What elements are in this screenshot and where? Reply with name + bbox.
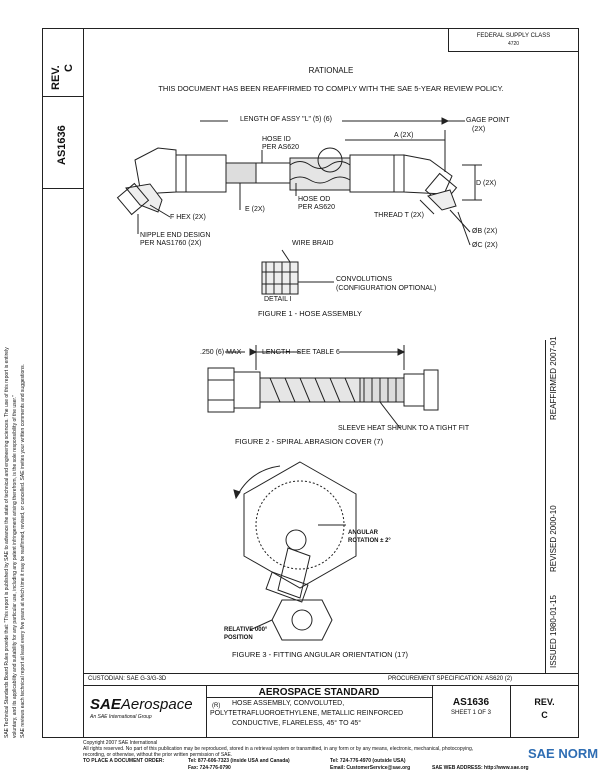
figure-2-caption: FIGURE 2 - SPIRAL ABRASION COVER (7) — [235, 437, 384, 446]
dimension-c: ØC (2X) — [472, 242, 498, 249]
footer-line — [83, 685, 579, 686]
tel-inside: Tel: 877-606-7323 (inside USA and Canada… — [188, 758, 290, 764]
detail-label: DETAIL I — [264, 296, 292, 303]
rights-line-1: All rights reserved. No part of this pub… — [83, 746, 474, 752]
title-line-1: HOSE ASSEMBLY, CONVOLUTED, — [232, 700, 345, 707]
federal-supply-value: 4720 — [507, 41, 520, 47]
f-hex-label: F HEX (2X) — [170, 214, 206, 221]
right-margin-divider — [545, 340, 546, 673]
footer-doc-number: AS1636 — [452, 697, 490, 708]
rights-line-2: recording, or otherwise, without the pri… — [83, 752, 233, 758]
copyright: Copyright 2007 SAE International — [83, 740, 158, 746]
federal-supply-class: FEDERAL SUPPLY CLASS — [476, 33, 551, 39]
rationale-heading: RATIONALE — [308, 66, 354, 75]
max-label: .250 (6) MAX — [200, 349, 242, 356]
sae-logo: SAEAerospace — [90, 696, 193, 713]
position-label: POSITION — [224, 635, 253, 641]
figure-3-caption: FIGURE 3 - FITTING ANGULAR ORIENTATION (… — [232, 650, 408, 659]
gage-point-qty: (2X) — [472, 126, 486, 133]
reaffirmed-note: THIS DOCUMENT HAS BEEN REAFFIRMED TO COM… — [158, 84, 504, 93]
divider — [42, 96, 83, 97]
dimension-d: D (2X) — [476, 180, 497, 187]
nipple-label: NIPPLE END DESIGN — [140, 232, 211, 239]
dimension-a: A (2X) — [394, 132, 414, 139]
thread-label: THREAD T (2X) — [374, 212, 424, 219]
fax: Fax: 724-776-0790 — [188, 765, 231, 771]
convolutions-note: (CONFIGURATION OPTIONAL) — [336, 285, 437, 292]
tel-outside: Tel: 724-776-4970 (outside USA) — [330, 758, 406, 764]
sleeve-note: SLEEVE HEAT SHRUNK TO A TIGHT FIT — [338, 425, 470, 432]
title-line-3: CONDUCTIVE, FLARELESS, 45° TO 45° — [232, 720, 362, 727]
length-label: LENGTH OF ASSY "L" (5) (6) — [240, 116, 332, 123]
gage-point-label: GAGE POINT — [466, 117, 510, 124]
hose-id-label: HOSE ID — [262, 136, 291, 143]
logo-tagline: An SAE International Group — [90, 714, 152, 720]
convolutions-label: CONVOLUTIONS — [336, 276, 393, 283]
dimension-b: ØB (2X) — [472, 228, 498, 235]
logo-aerospace: Aerospace — [120, 696, 193, 713]
footer-divider — [432, 685, 433, 738]
footer-rev-value: C — [541, 710, 548, 720]
title-line-2: POLYTETRAFLUOROETHYLENE, METALLIC REINFO… — [210, 710, 404, 717]
angular-label: ANGULAR — [348, 530, 378, 536]
order-label: TO PLACE A DOCUMENT ORDER: — [83, 758, 165, 764]
email: Email: CustomerService@sae.org — [330, 765, 411, 771]
federal-supply-box — [448, 28, 579, 52]
footer-line — [206, 697, 432, 698]
watermark-logo: SAE NORM — [528, 746, 599, 761]
aerospace-standard: AEROSPACE STANDARD — [258, 687, 380, 698]
nipple-per: PER NAS1760 (2X) — [140, 240, 202, 247]
registered-mark: (R) — [212, 703, 221, 709]
left-title-strip — [42, 28, 83, 738]
footer-top-line — [83, 673, 579, 674]
footer-divider — [206, 685, 207, 738]
length-table-label: LENGTH - SEE TABLE 6 — [262, 349, 340, 356]
custodian: CUSTODIAN: SAE G-3/G-3D — [88, 676, 167, 682]
drawing-frame — [83, 28, 579, 738]
dimension-e: E (2X) — [245, 206, 265, 213]
hose-od-per: PER AS620 — [298, 204, 335, 211]
rotation-label: ROTATION ± 2° — [348, 538, 391, 544]
relative-label: RELATIVE 000° — [224, 627, 268, 633]
wire-braid-label: WIRE BRAID — [292, 240, 334, 247]
divider — [42, 188, 83, 189]
figure-1-caption: FIGURE 1 - HOSE ASSEMBLY — [258, 309, 363, 318]
footer-rev-label: REV. — [534, 697, 555, 707]
sheet-number: SHEET 1 OF 3 — [451, 710, 491, 716]
footer-divider — [510, 685, 511, 738]
procurement-spec: PROCUREMENT SPECIFICATION: AS620 (2) — [388, 676, 513, 682]
web-address[interactable]: SAE WEB ADDRESS: http://www.sae.org — [432, 765, 529, 771]
hose-od-label: HOSE OD — [298, 196, 331, 203]
hose-id-per: PER AS620 — [262, 144, 299, 151]
logo-sae: SAE — [90, 696, 121, 713]
